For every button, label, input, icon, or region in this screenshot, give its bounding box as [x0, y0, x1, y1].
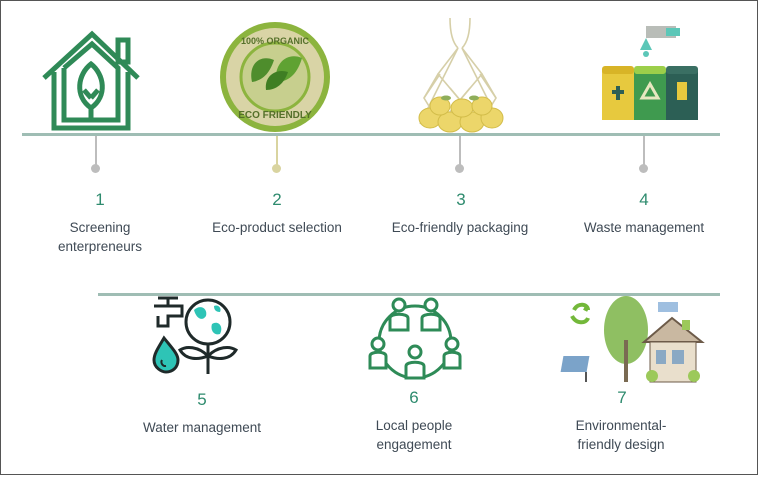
recycling-bins-icon [602, 26, 698, 120]
step-label-7-line-2: friendly design [577, 437, 665, 452]
net-bag-icon [418, 17, 504, 133]
step-label-3: Eco-friendly packaging [372, 218, 548, 237]
connector-dot-3 [455, 164, 464, 173]
timeline-bottom [98, 293, 720, 296]
step-label-5-line-1: Water management [142, 420, 262, 435]
badge-text-top: 100% ORGANIC [241, 36, 310, 46]
step-number-7: 7 [617, 388, 627, 407]
step-label-6: Local people engagement [344, 416, 484, 454]
step-label-7: Environmental- friendly design [546, 416, 696, 454]
step-label-2: Eco-product selection [192, 218, 362, 237]
connector-4 [643, 136, 645, 166]
connector-dot-1 [91, 164, 100, 173]
step-number-5: 5 [197, 390, 207, 409]
step-label-2-line-1: Eco-product selection [212, 220, 342, 235]
connector-3 [459, 136, 461, 166]
connector-1 [95, 136, 97, 166]
eco-friendly-badge-icon: 100% ORGANIC ECO FRIENDLY [220, 22, 330, 132]
step-number-3: 3 [456, 190, 466, 209]
house-leaf-icon [42, 30, 140, 131]
connector-dot-2 [272, 164, 281, 173]
badge-text-bottom: ECO FRIENDLY [238, 110, 312, 121]
step-label-1: Screening enterpreneurs [30, 218, 170, 256]
water-tap-globe-icon [152, 296, 238, 374]
step-number-1: 1 [95, 190, 105, 209]
step-number-6: 6 [409, 388, 419, 407]
connector-dot-4 [639, 164, 648, 173]
step-label-4-line-1: Waste management [583, 220, 705, 235]
step-label-6-line-1: Local people [375, 418, 453, 433]
step-number-2: 2 [272, 190, 282, 209]
step-label-6-line-2: engagement [376, 437, 452, 452]
timeline-top [22, 133, 720, 136]
step-number-4: 4 [639, 190, 649, 209]
step-label-1-line-2: enterpreneurs [57, 239, 143, 254]
people-network-icon [368, 297, 462, 380]
step-label-4: Waste management [564, 218, 724, 237]
step-label-1-line-1: Screening [69, 220, 131, 235]
step-label-5: Water management [122, 418, 282, 437]
step-label-3-line-1: Eco-friendly packaging [391, 220, 529, 235]
step-label-7-line-1: Environmental- [575, 418, 667, 433]
connector-2 [276, 136, 278, 166]
eco-house-icon [560, 296, 705, 383]
